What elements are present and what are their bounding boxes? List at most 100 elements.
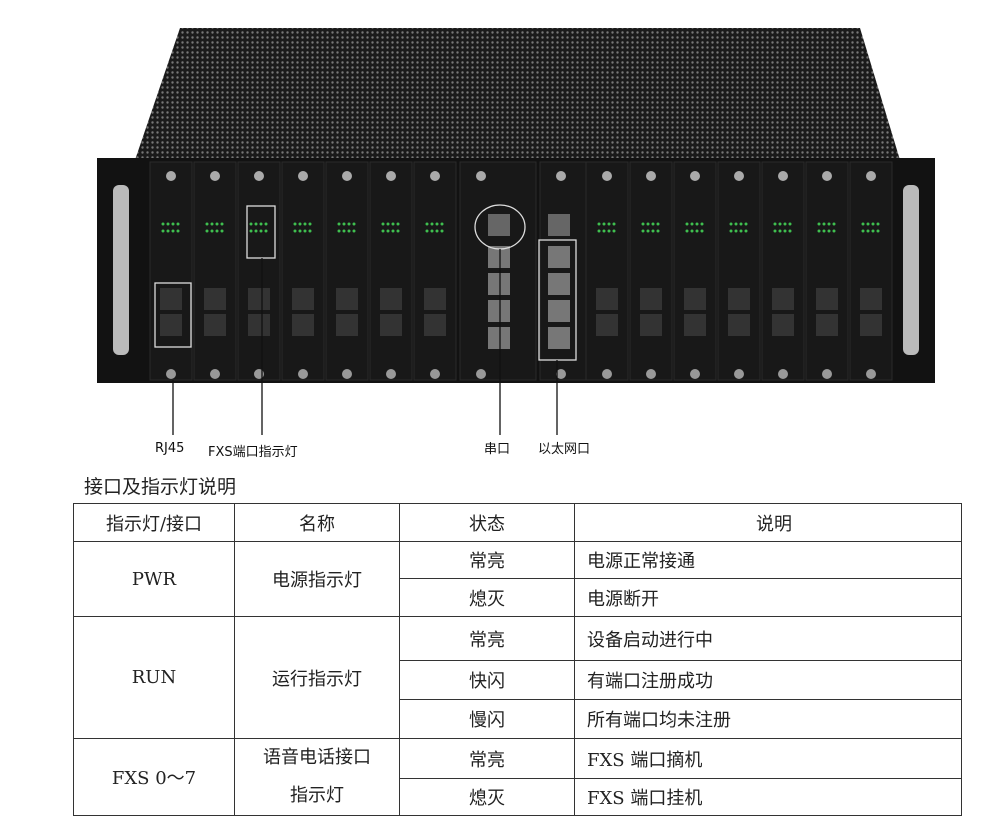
rj45-port <box>640 288 662 310</box>
serial-port <box>548 214 570 236</box>
screw-icon <box>602 369 612 379</box>
led-icon <box>176 229 180 233</box>
led-icon <box>602 222 606 226</box>
led-icon <box>641 229 645 233</box>
screw-icon <box>646 369 656 379</box>
cell-name: 语音电话接口指示灯 <box>234 738 400 816</box>
table-header-row: 指示灯/接口 名称 状态 说明 <box>73 503 962 542</box>
led-icon <box>308 229 312 233</box>
led-icon <box>739 222 743 226</box>
led-icon <box>264 229 268 233</box>
fxs-led-highlight <box>246 205 276 259</box>
rj45-port <box>640 314 662 336</box>
card-slot <box>849 161 893 381</box>
led-icon <box>303 229 307 233</box>
card-slot <box>629 161 673 381</box>
led-icon <box>215 229 219 233</box>
table-row: RUN 运行指示灯 常亮 设备启动进行中 <box>73 616 962 739</box>
ethernet-port <box>548 273 570 295</box>
screw-icon <box>778 171 788 181</box>
screw-icon <box>866 369 876 379</box>
led-icon <box>303 222 307 226</box>
rj45-port <box>816 288 838 310</box>
led-icon <box>612 222 616 226</box>
led-icon <box>817 229 821 233</box>
rj45-port <box>292 288 314 310</box>
ethernet-port <box>488 300 510 322</box>
cell-iface: FXS 0～7 <box>73 738 235 816</box>
led-icon <box>685 222 689 226</box>
rj45-port <box>336 314 358 336</box>
cell-state: 快闪 <box>399 660 575 700</box>
led-icon <box>871 222 875 226</box>
card-slot <box>413 161 457 381</box>
led-icon <box>308 222 312 226</box>
led-icon <box>773 222 777 226</box>
led-icon <box>866 229 870 233</box>
led-icon <box>352 222 356 226</box>
card-slot <box>761 161 805 381</box>
header-name: 名称 <box>234 503 400 542</box>
callout-rj45: RJ45 <box>155 441 185 456</box>
led-icon <box>171 229 175 233</box>
led-icon <box>396 229 400 233</box>
led-icon <box>744 229 748 233</box>
card-slot <box>193 161 237 381</box>
ethernet-port <box>488 246 510 268</box>
rj45-port <box>728 288 750 310</box>
section-caption: 接口及指示灯说明 <box>84 476 237 498</box>
led-icon <box>876 222 880 226</box>
rj45-port <box>860 314 882 336</box>
led-icon <box>597 222 601 226</box>
led-icon <box>861 229 865 233</box>
ethernet-port <box>548 300 570 322</box>
led-icon <box>293 229 297 233</box>
rj45-port <box>860 288 882 310</box>
led-icon <box>264 222 268 226</box>
screw-icon <box>298 171 308 181</box>
rj45-port <box>816 314 838 336</box>
rj45-port <box>160 288 182 310</box>
led-icon <box>783 229 787 233</box>
led-icon <box>254 229 258 233</box>
led-icon <box>391 222 395 226</box>
led-icon <box>337 229 341 233</box>
cell-state: 常亮 <box>399 616 575 661</box>
screw-icon <box>166 369 176 379</box>
cell-state: 常亮 <box>399 738 575 779</box>
rj45-port <box>380 288 402 310</box>
led-icon <box>166 229 170 233</box>
led-icon <box>205 229 209 233</box>
led-icon <box>215 222 219 226</box>
right-handle <box>903 185 919 355</box>
led-icon <box>861 222 865 226</box>
table-row: PWR 电源指示灯 常亮 电源正常接通 <box>73 541 962 617</box>
cell-state: 慢闪 <box>399 699 575 739</box>
screw-icon <box>210 369 220 379</box>
led-icon <box>827 229 831 233</box>
led-icon <box>744 222 748 226</box>
led-icon <box>695 222 699 226</box>
led-icon <box>298 229 302 233</box>
led-icon <box>249 229 253 233</box>
led-icon <box>646 222 650 226</box>
cell-name: 运行指示灯 <box>234 616 400 739</box>
card-slot <box>237 161 281 381</box>
rj45-port <box>160 314 182 336</box>
led-icon <box>435 222 439 226</box>
screw-icon <box>430 171 440 181</box>
rj45-port <box>424 314 446 336</box>
led-icon <box>425 229 429 233</box>
led-icon <box>641 222 645 226</box>
led-icon <box>161 229 165 233</box>
table-row: 熄灭 FXS 端口挂机 <box>74 778 962 816</box>
led-icon <box>817 222 821 226</box>
screw-icon <box>386 369 396 379</box>
cell-desc: FXS 端口挂机 <box>574 778 962 816</box>
screw-icon <box>822 369 832 379</box>
led-icon <box>871 229 875 233</box>
cell-state: 常亮 <box>399 541 575 579</box>
led-icon <box>607 222 611 226</box>
table-row: FXS 0～7 语音电话接口指示灯 常亮 FXS 端口摘机 <box>73 738 962 816</box>
cell-desc: 电源正常接通 <box>574 541 962 579</box>
